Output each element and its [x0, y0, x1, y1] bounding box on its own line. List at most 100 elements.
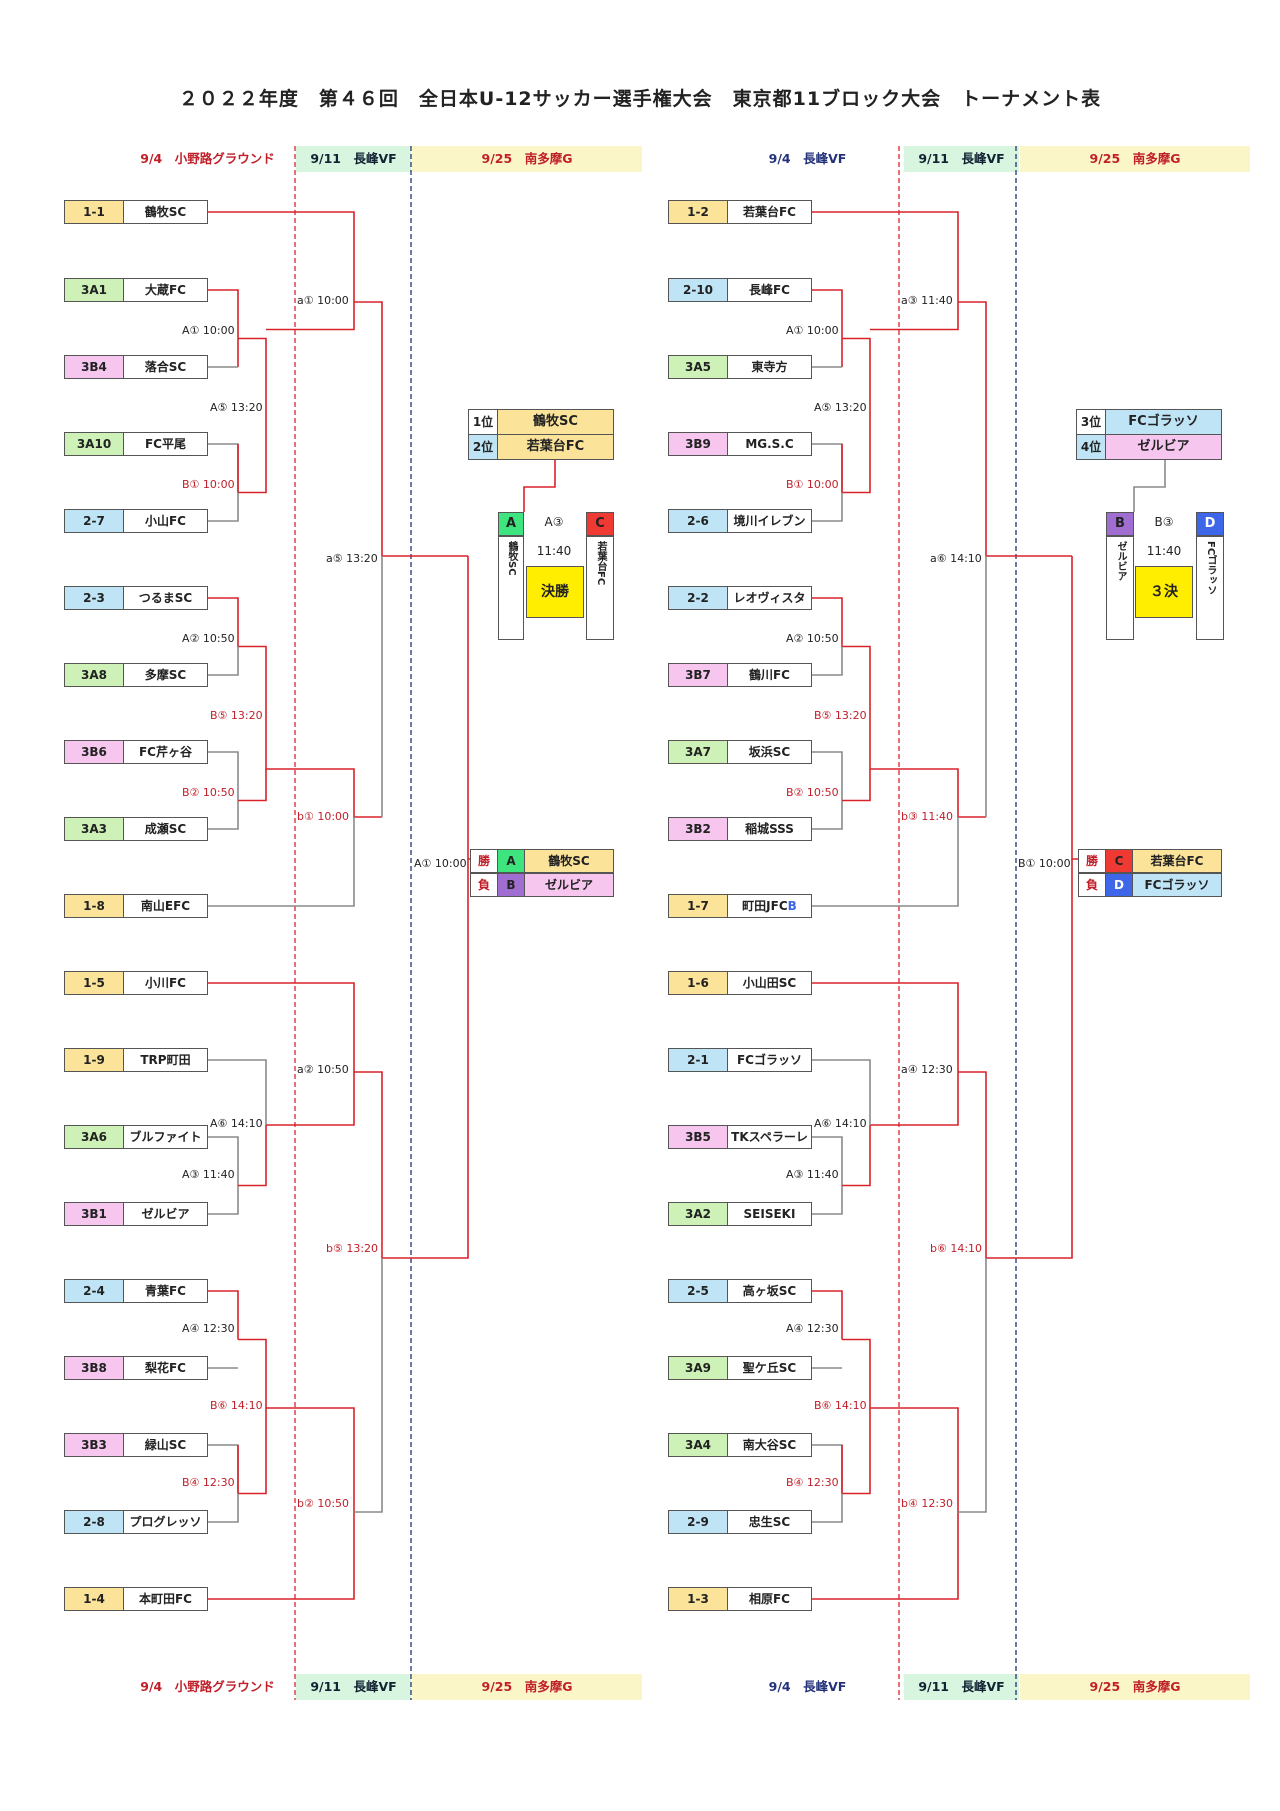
bracket-line [812, 1407, 959, 1600]
final-time: 11:40 [536, 544, 572, 558]
team-name-text: 梨花FC [144, 1361, 186, 1375]
team-name: FCゴラッソ [728, 1049, 811, 1071]
rank-label: 2位 [469, 435, 498, 459]
match-label: B① 10:00 [1018, 857, 1071, 870]
team-name: TRP町田 [124, 1049, 207, 1071]
team-code: 3A1 [65, 279, 124, 301]
team-name-text: 多摩SC [144, 668, 187, 682]
team-code: 3A10 [65, 433, 124, 455]
third-team-right-vertical: FCゴラッソ [1196, 536, 1224, 640]
result-3rd: 3位 FCゴラッソ [1076, 409, 1222, 435]
lose-label: 負 [1079, 874, 1106, 896]
team-name-text: 境川イレブン [733, 514, 806, 528]
team-name-suffix: B [787, 899, 797, 913]
rank-label: 1位 [469, 410, 498, 434]
team-code: 3A3 [65, 818, 124, 840]
vertical-text: FCゴラッソ [1205, 541, 1216, 596]
team-name: 小川FC [124, 972, 207, 994]
team-code: 2-8 [65, 1511, 124, 1533]
bracket-line [208, 1136, 239, 1215]
bracket-line [208, 1059, 267, 1125]
team-code: 3A2 [669, 1203, 728, 1225]
header-left-day1: 9/4 小野路グラウンド [120, 146, 295, 172]
result-4th: 4位 ゼルビア [1076, 434, 1222, 460]
bracket-line [958, 1258, 987, 1513]
team-name-text: つるまSC [138, 591, 193, 605]
match-label: A③ 11:40 [786, 1168, 839, 1181]
rank-team: 鶴牧SC [533, 414, 578, 429]
bracket-line [208, 1407, 355, 1600]
bracket-line [208, 289, 239, 367]
team-name-text: SEISEKI [743, 1207, 796, 1221]
bracket-line [354, 1258, 383, 1513]
team-name: 相原FC [728, 1588, 811, 1610]
team-code: 3B9 [669, 433, 728, 455]
final-slot-c: C [586, 512, 614, 536]
result-2nd: 2位 若葉台FC [468, 434, 614, 460]
team-name-text: 本町田FC [138, 1592, 192, 1606]
team-name: 町田JFCB [728, 895, 811, 917]
team-code: 3A9 [669, 1357, 728, 1379]
match-label: b③ 11:40 [901, 810, 954, 823]
match-label: a④ 12:30 [901, 1063, 953, 1076]
match-label: B② 10:50 [182, 786, 235, 799]
match-label: A④ 12:30 [786, 1322, 839, 1335]
left-team-row: 2-8 プログレッソ [64, 1510, 208, 1534]
team-name: 聖ケ丘SC [728, 1357, 811, 1379]
team-code: 2-5 [669, 1280, 728, 1302]
match-label: B① 10:00 [182, 478, 235, 491]
semi-right-win: 勝 C 若葉台FC [1078, 849, 1222, 873]
team-name-text: プログレッソ [129, 1515, 202, 1529]
bracket-line [208, 646, 239, 676]
team-name: 鶴牧SC [124, 201, 207, 223]
win-slot: C [1106, 850, 1133, 872]
semi-left-lose: 負 B ゼルビア [470, 873, 614, 897]
team-name-text: レオヴィスタ [733, 591, 806, 605]
team-name-text: TRP町田 [140, 1053, 191, 1067]
team-name: FC平尾 [124, 433, 207, 455]
team-name-text: 南大谷SC [742, 1438, 797, 1452]
team-code: 1-8 [65, 895, 124, 917]
rank-team: FCゴラッソ [1128, 414, 1199, 429]
team-name-text: 小川FC [144, 976, 186, 990]
match-label: A⑥ 14:10 [210, 1117, 263, 1130]
match-label: a③ 11:40 [901, 294, 953, 307]
header-right-day2: 9/11 長峰VF [904, 146, 1019, 172]
third-label: ３決 [1135, 566, 1193, 618]
match-label: A③ 11:40 [182, 1168, 235, 1181]
semi-right-lose: 負 D FCゴラッソ [1078, 873, 1222, 897]
team-name-text: 落合SC [144, 360, 187, 374]
match-label: B② 10:50 [786, 786, 839, 799]
team-name: 小山FC [124, 510, 207, 532]
team-code: 3B7 [669, 664, 728, 686]
team-name: 南大谷SC [728, 1434, 811, 1456]
team-name: 梨花FC [124, 1357, 207, 1379]
match-label: b⑥ 14:10 [930, 1242, 983, 1255]
bracket-line [1133, 460, 1166, 512]
bracket-line [812, 1059, 871, 1125]
team-name-text: 高ヶ坂SC [742, 1284, 797, 1298]
match-label: A① 10:00 [182, 324, 235, 337]
team-code: 2-7 [65, 510, 124, 532]
rank-team: 若葉台FC [526, 439, 585, 454]
match-label: B④ 12:30 [786, 1476, 839, 1489]
footer-left-day2: 9/11 長峰VF [296, 1674, 411, 1700]
match-label: A② 10:50 [786, 632, 839, 645]
team-name: FC芹ヶ谷 [124, 741, 207, 763]
bracket-line [812, 982, 959, 1126]
bracket-line [523, 460, 556, 512]
team-code: 3A8 [65, 664, 124, 686]
